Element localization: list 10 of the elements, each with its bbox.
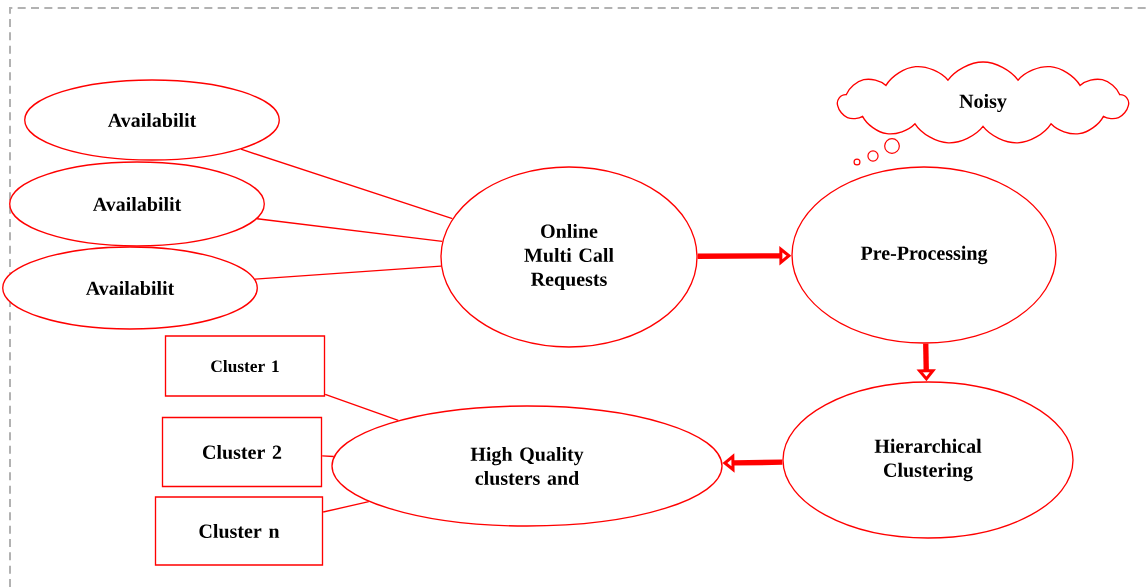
thought-cloud: Noisy xyxy=(836,61,1130,144)
connector-line xyxy=(322,501,370,513)
connector-line xyxy=(324,393,399,421)
connector-line xyxy=(254,265,442,280)
connector-line xyxy=(240,148,454,220)
connector-line xyxy=(321,455,335,458)
cluster-box: Cluster n xyxy=(154,496,324,566)
cluster-box: Cluster 2 xyxy=(161,416,323,488)
connector-line xyxy=(256,218,443,243)
cluster-box: Cluster 1 xyxy=(164,335,326,397)
